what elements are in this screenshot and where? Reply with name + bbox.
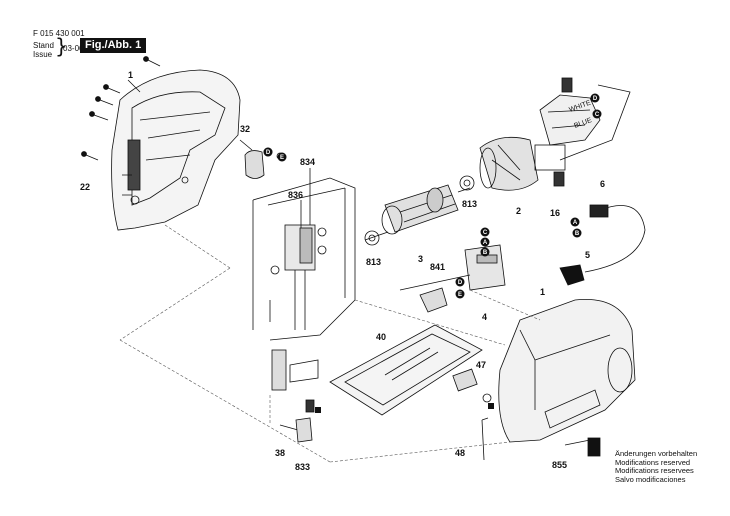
housing-shell-left bbox=[111, 69, 241, 231]
issue-date: 03-06-17 bbox=[63, 44, 95, 53]
note-line: Änderungen vorbehalten bbox=[615, 449, 698, 458]
switch-icon bbox=[399, 244, 506, 313]
square-marker-icon bbox=[315, 407, 321, 413]
marker-b: B bbox=[483, 250, 488, 256]
document-number: F 015 430 001 bbox=[33, 29, 85, 38]
marker-b: B bbox=[575, 231, 580, 237]
part-number: 48 bbox=[455, 448, 465, 458]
field-stator-icon bbox=[479, 136, 566, 191]
armature-icon bbox=[364, 175, 475, 246]
note-line: Salvo modificaciones bbox=[615, 474, 686, 484]
part-number: 841 bbox=[430, 262, 445, 272]
marker-d: D bbox=[458, 280, 463, 286]
note-line: Modifications reservees bbox=[615, 466, 694, 476]
part-number: 834 bbox=[300, 157, 315, 167]
brace-icon: } bbox=[55, 34, 68, 58]
housing-shell-right bbox=[498, 298, 636, 457]
part-number: 47 bbox=[476, 360, 486, 370]
marker-c: C bbox=[595, 112, 600, 118]
notes-block: Änderungen vorbehalten Modifications res… bbox=[615, 449, 698, 484]
stand-label: Stand bbox=[33, 41, 54, 50]
part-number: 6 bbox=[600, 179, 605, 189]
part-number: 1 bbox=[128, 70, 133, 80]
brush-holder-icon bbox=[539, 77, 631, 187]
part-number: 4 bbox=[482, 312, 487, 322]
part-number: 32 bbox=[240, 124, 250, 134]
marker-d: D bbox=[266, 150, 271, 156]
part-number: 833 bbox=[295, 462, 310, 472]
part-number: 855 bbox=[552, 460, 567, 470]
part-number: 5 bbox=[585, 250, 590, 260]
part-number: 813 bbox=[462, 199, 477, 209]
part-number: 813 bbox=[366, 257, 381, 267]
screw-icon bbox=[81, 56, 161, 161]
part-number: 2 bbox=[516, 206, 521, 216]
marker-c: C bbox=[483, 230, 488, 236]
base-plate-icon bbox=[329, 324, 483, 416]
part-number: 1 bbox=[540, 287, 545, 297]
issue-label: Issue bbox=[33, 50, 53, 59]
part-number: 3 bbox=[418, 254, 423, 264]
pendulum-knob-icon bbox=[239, 139, 284, 179]
part-number: 38 bbox=[275, 448, 285, 458]
marker-e: E bbox=[280, 155, 284, 161]
part-number: 22 bbox=[80, 182, 90, 192]
power-cord-icon bbox=[559, 204, 646, 286]
roller-icon bbox=[452, 368, 492, 403]
note-line: Modifications reserved bbox=[615, 457, 691, 467]
clamp-icon bbox=[279, 399, 315, 443]
part-number: 836 bbox=[288, 190, 303, 200]
hex-key-icon bbox=[481, 417, 489, 461]
gear-block-assembly bbox=[252, 177, 356, 391]
marker-a: A bbox=[483, 240, 488, 246]
part-number: 40 bbox=[376, 332, 386, 342]
figure-label: Fig./Abb. 1 bbox=[80, 38, 147, 53]
marker-d: D bbox=[593, 96, 598, 102]
part-number: 16 bbox=[550, 208, 560, 218]
marker-e: E bbox=[458, 292, 462, 298]
marker-a: A bbox=[573, 220, 578, 226]
square-marker-icon bbox=[488, 403, 494, 409]
